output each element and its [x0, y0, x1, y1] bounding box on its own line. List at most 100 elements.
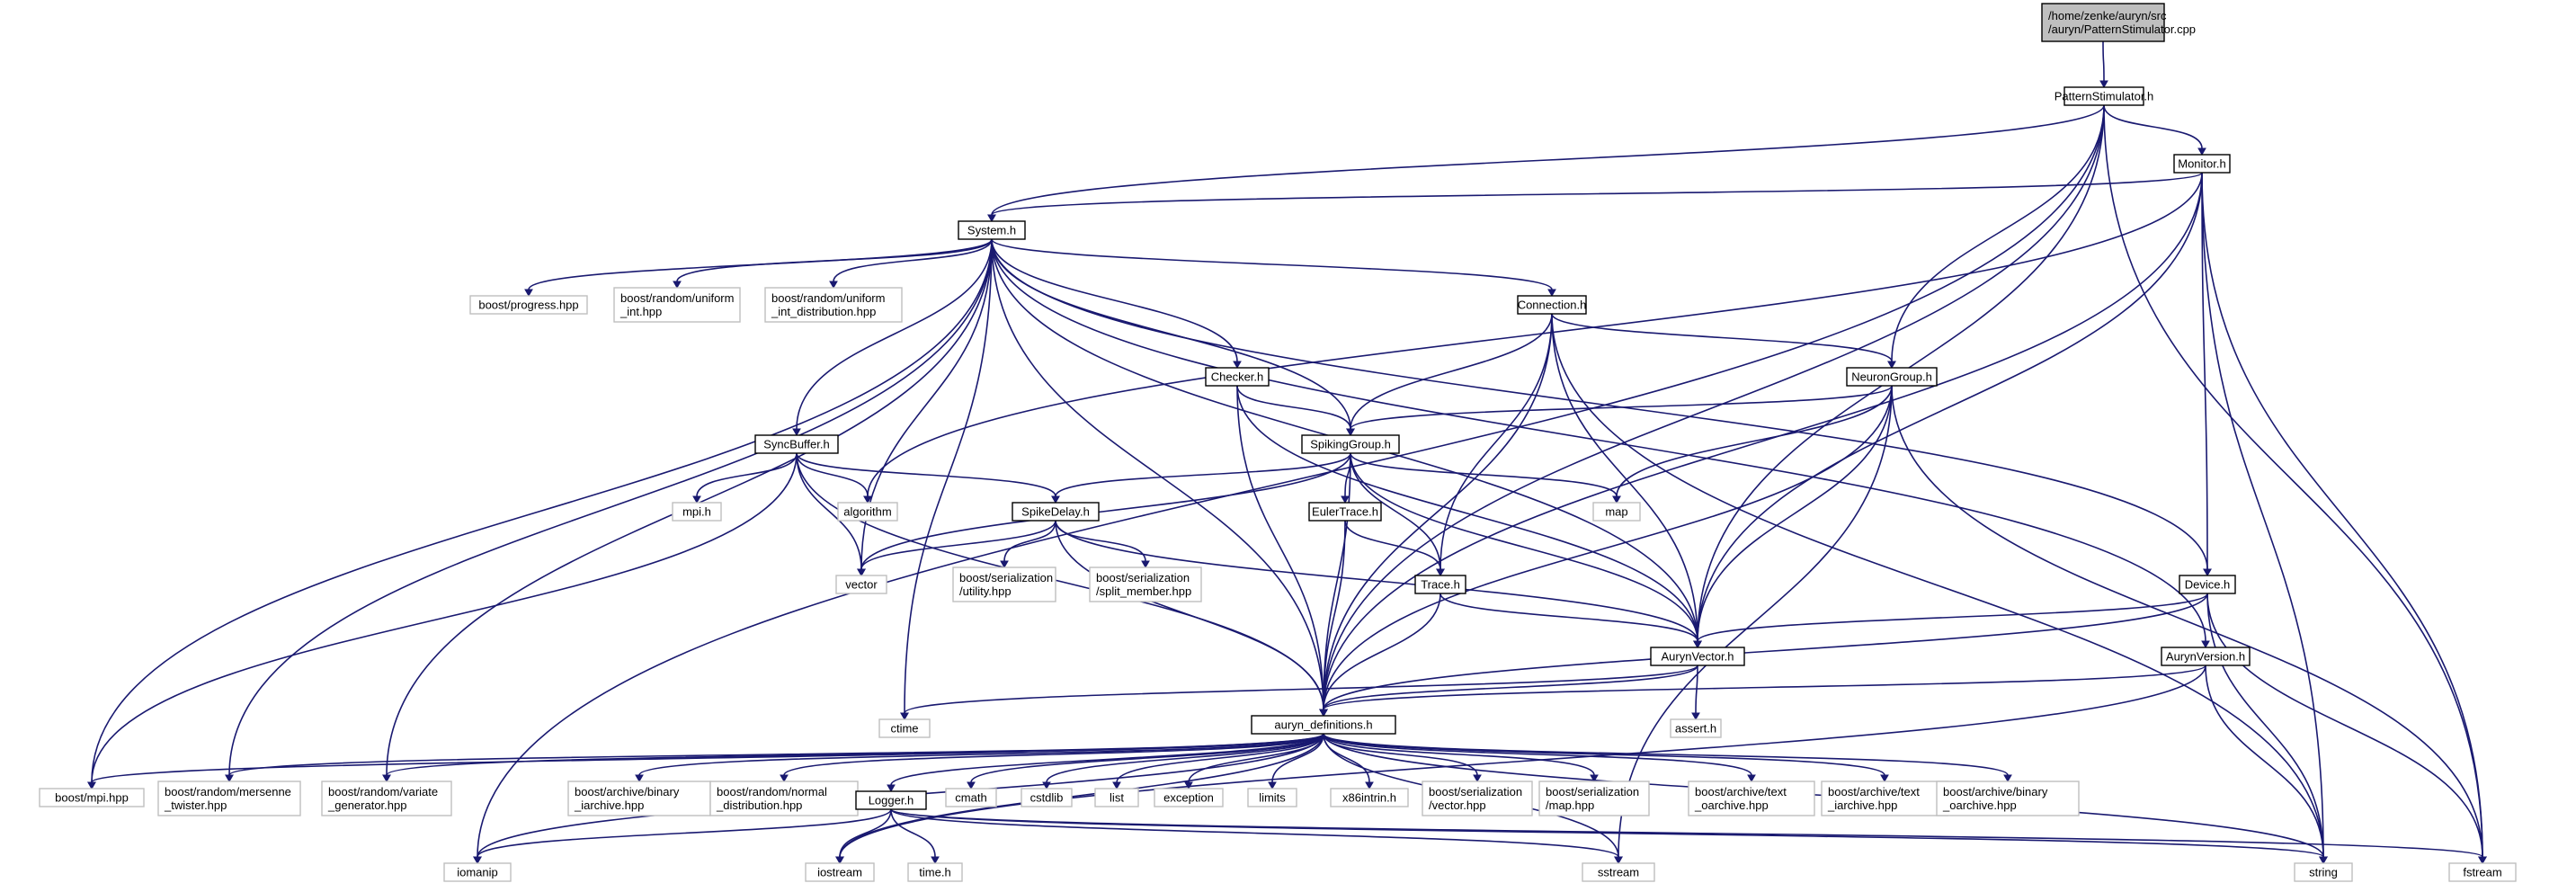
- node-checker[interactable]: Checker.h: [1205, 367, 1270, 387]
- edge-line: [1350, 385, 1893, 430]
- edge-line: [839, 733, 1324, 858]
- edge-line: [1551, 313, 1893, 362]
- node-eulertrace[interactable]: EulerTrace.h: [1308, 502, 1382, 522]
- node-box: [1936, 780, 2080, 816]
- edge-line: [1116, 733, 1324, 783]
- edge-connection-to-neurongroup: [1551, 313, 1896, 370]
- edge-line: [1616, 385, 1893, 497]
- edge-system-to-uniform_int_dist: [829, 238, 993, 290]
- edge-line: [1323, 104, 2105, 710]
- node-algorithm: algorithm: [837, 502, 898, 522]
- arrowhead-icon: [967, 781, 976, 790]
- node-system[interactable]: System.h: [958, 220, 1026, 240]
- arrowhead-icon: [2197, 147, 2206, 156]
- arrowhead-icon: [1887, 361, 1896, 370]
- edge-line: [991, 238, 2206, 642]
- node-label: time.h: [919, 866, 950, 879]
- node-pattern[interactable]: PatternStimulator.h: [2055, 86, 2154, 106]
- edge-syncbuffer-to-mpih: [692, 452, 798, 504]
- arrowhead-icon: [1547, 289, 1556, 298]
- edge-line: [228, 733, 1324, 776]
- edge-line: [1618, 385, 1893, 858]
- edge-line: [228, 238, 993, 776]
- arrowhead-icon: [635, 774, 644, 783]
- arrowhead-icon: [1612, 495, 1621, 504]
- edge-line: [1551, 313, 1698, 642]
- include-edges: [87, 40, 2487, 865]
- node-label: cstdlib: [1030, 791, 1064, 805]
- edge-spikedelay-to-vector: [857, 520, 1056, 577]
- node-label: boost/serialization: [959, 571, 1053, 584]
- node-label: PatternStimulator.h: [2055, 90, 2154, 103]
- node-box: [1154, 788, 1224, 807]
- node-label: _iarchive.hpp: [574, 798, 644, 812]
- node-monitor[interactable]: Monitor.h: [2173, 154, 2231, 174]
- arrowhead-icon: [2478, 856, 2487, 865]
- edge-line: [970, 733, 1324, 783]
- arrowhead-icon: [87, 781, 96, 790]
- node-label: boost/archive/text: [1828, 785, 1920, 798]
- edge-pattern-to-defs: [1319, 104, 2105, 718]
- node-box: [157, 780, 301, 816]
- node-binary_iarchive: boost/archive/binary_iarchive.hpp: [567, 780, 711, 816]
- edge-line: [867, 172, 2203, 497]
- node-aurynversion[interactable]: AurynVersion.h: [2161, 647, 2251, 666]
- edge-line: [2206, 593, 2324, 858]
- node-root[interactable]: /home/zenke/auryn/src/auryn/PatternStimu…: [2041, 3, 2196, 42]
- node-neurongroup[interactable]: NeuronGroup.h: [1846, 367, 1938, 387]
- edge-line: [991, 238, 2208, 570]
- node-syncbuffer[interactable]: SyncBuffer.h: [754, 434, 839, 454]
- edge-logger-to-sstream: [890, 808, 1623, 865]
- edge-defs-to-boost_mpi: [87, 733, 1324, 790]
- edge-line: [477, 808, 892, 858]
- node-box: [613, 287, 741, 323]
- edge-line: [783, 733, 1324, 776]
- edge-line: [860, 520, 1056, 570]
- node-string: string: [2294, 862, 2353, 882]
- node-label: _int_distribution.hpp: [771, 305, 876, 318]
- node-label: string: [2309, 866, 2338, 879]
- edge-line: [696, 452, 798, 497]
- node-vector: vector: [835, 575, 887, 594]
- edge-system-to-progress: [524, 238, 993, 298]
- node-label: assert.h: [1675, 722, 1716, 736]
- edge-line: [91, 238, 993, 783]
- node-label: boost/archive/binary: [575, 785, 680, 798]
- edge-defs-to-limits: [1268, 733, 1324, 790]
- node-logger[interactable]: Logger.h: [855, 790, 927, 810]
- node-trace[interactable]: Trace.h: [1414, 575, 1466, 594]
- edge-spikinggroup-to-map: [1350, 452, 1621, 504]
- edge-spikinggroup-to-vector: [857, 452, 1351, 577]
- edge-line: [2201, 172, 2208, 570]
- node-spikinggroup[interactable]: SpikingGroup.h: [1301, 434, 1400, 454]
- edge-line: [1551, 313, 2324, 858]
- arrowhead-icon: [931, 856, 940, 865]
- node-label: cmath: [955, 791, 986, 805]
- node-box: [39, 788, 145, 807]
- node-progress: boost/progress.hpp: [469, 295, 588, 315]
- node-box: [1422, 780, 1533, 816]
- node-box: [878, 718, 931, 738]
- node-list: list: [1094, 788, 1139, 807]
- arrowhead-icon: [673, 281, 682, 290]
- arrowhead-icon: [2203, 568, 2212, 577]
- arrowhead-icon: [780, 774, 789, 783]
- edge-spikedelay-to-ser_split: [1055, 520, 1150, 569]
- node-spikedelay[interactable]: SpikeDelay.h: [1012, 502, 1100, 522]
- node-ser_vector: boost/serialization/vector.hpp: [1422, 780, 1533, 816]
- node-label: _twister.hpp: [164, 798, 227, 812]
- node-label: ctime: [890, 722, 918, 736]
- node-box: [1021, 788, 1073, 807]
- edge-line: [890, 808, 2324, 858]
- node-aurynvector[interactable]: AurynVector.h: [1650, 647, 1745, 666]
- arrowhead-icon: [1051, 495, 1060, 504]
- edge-logger-to-string: [890, 808, 2328, 865]
- edge-defs-to-ser_map: [1323, 733, 1599, 783]
- node-label: AurynVersion.h: [2166, 650, 2245, 664]
- edge-line: [1350, 452, 1618, 497]
- arrowhead-icon: [1341, 495, 1350, 504]
- node-device[interactable]: Device.h: [2179, 575, 2236, 594]
- edge-neurongroup-to-defs: [1319, 385, 1893, 718]
- node-connection[interactable]: Connection.h: [1517, 295, 1587, 315]
- node-defs[interactable]: auryn_definitions.h: [1251, 715, 1396, 735]
